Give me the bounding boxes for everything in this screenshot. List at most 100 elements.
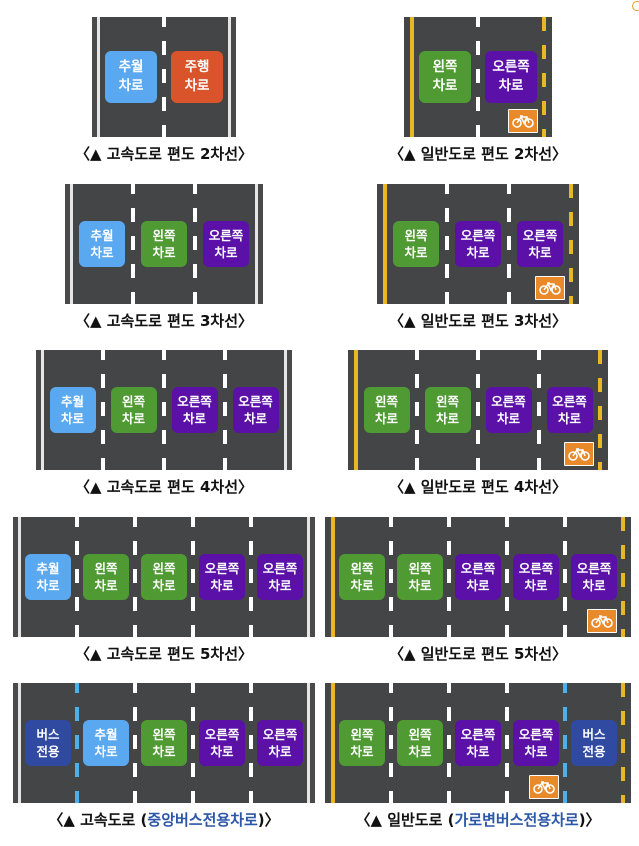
lane-divider (505, 517, 509, 637)
lane-label-line: 오른쪽 (204, 561, 240, 576)
lane-label-line: 오른쪽 (552, 394, 587, 409)
lane-label-line: 오른쪽 (491, 394, 526, 409)
lane-label-line: 차로 (184, 78, 210, 94)
lane-divider (507, 184, 511, 304)
lane-label-line: 추월 (36, 561, 60, 576)
lane-label-line: 버스 (582, 727, 606, 742)
lane-label-line: 차로 (374, 411, 398, 426)
caption-text: 〈▲ 고속도로 편도 3차선〉 (74, 312, 254, 330)
lane-divider (537, 350, 541, 470)
left-shoulder-line (65, 184, 73, 304)
center-line-yellow-solid (331, 683, 335, 803)
lane-label-line: 차로 (466, 245, 490, 260)
lane-divider (445, 184, 449, 304)
lane-label-line: 차로 (118, 78, 144, 94)
lane-divider (447, 683, 451, 803)
edge-line-yellow-dashed (542, 17, 546, 137)
bicycle-icon (564, 442, 594, 466)
lane-label-line: 차로 (243, 411, 267, 426)
lane-divider (191, 517, 195, 637)
lane-label-line: 왼쪽 (121, 394, 145, 409)
diagram-caption: 〈▲ 고속도로 편도 5차선〉 (75, 643, 253, 664)
lane-divider (389, 683, 393, 803)
lane-label-line: 추월 (94, 727, 118, 742)
lane-label-line: 오른쪽 (460, 561, 496, 576)
center-line-yellow-solid (383, 184, 387, 304)
lane-label-line: 차로 (152, 744, 176, 759)
lane-label-line: 왼쪽 (152, 727, 176, 742)
diagram-caption: 〈▲ 고속도로 편도 2차선〉 (75, 143, 253, 164)
lane-label-line: 오른쪽 (208, 228, 244, 243)
lane-label-line: 차로 (182, 411, 206, 426)
lane-label-line: 오른쪽 (522, 228, 558, 243)
lane-label-line: 왼쪽 (408, 727, 432, 742)
lane-label-line: 오른쪽 (492, 59, 530, 75)
bicycle-icon (535, 276, 565, 300)
lane-divider (191, 683, 195, 803)
caption-text: 〈▲ 일반도로 편도 3차선〉 (388, 312, 568, 330)
lane-divider (389, 517, 393, 637)
lane-divider (131, 184, 135, 304)
diagram-caption: 〈▲ 고속도로 편도 4차선〉 (75, 476, 253, 497)
left-shoulder-line (36, 350, 44, 470)
bus-lane-divider (563, 683, 567, 803)
lane-divider (193, 184, 197, 304)
caption-suffix: )〉 (257, 811, 280, 829)
caption-text: 〈▲ 고속도로 편도 2차선〉 (74, 145, 254, 163)
lane-label-line: 주행 (184, 59, 210, 75)
lane-label-line: 오른쪽 (204, 727, 240, 742)
right-shoulder-line (307, 517, 315, 637)
bicycle-icon (587, 609, 617, 633)
lane-label-line: 왼쪽 (404, 228, 428, 243)
center-line-yellow-solid (354, 350, 358, 470)
caption-text: 〈▲ 일반도로 편도 4차선〉 (388, 478, 568, 496)
caption-highlight: 중앙버스전용차로 (147, 811, 258, 829)
lane-label-line: 차로 (210, 744, 234, 759)
lane-label-line: 차로 (60, 411, 84, 426)
lane-label-line: 차로 (152, 578, 176, 593)
